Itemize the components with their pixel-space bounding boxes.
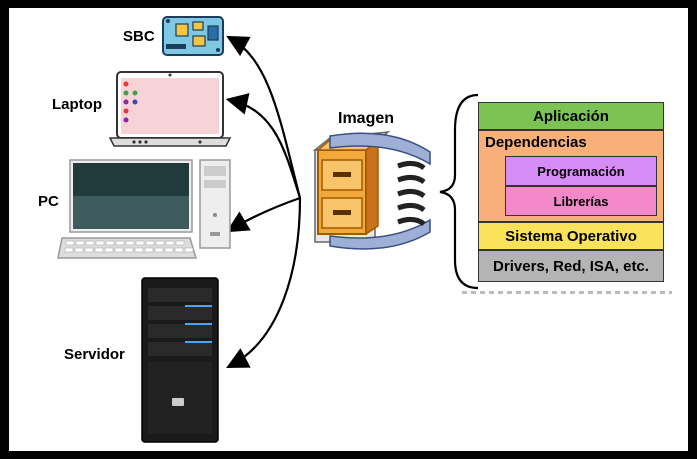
stack-layer-dependencias: Dependencias Programación Librerías [478,130,664,222]
image-label: Imagen [338,110,395,127]
dependencias-label: Dependencias [485,134,587,151]
device-label-pc: PC [38,193,59,210]
arrow-to-sbc [226,35,302,199]
device-label-laptop: Laptop [52,96,102,113]
arrow-to-servidor [226,197,302,369]
stack-layer-programacion: Programación [505,156,657,186]
stack-layer-drivers: Drivers, Red, ISA, etc. [478,250,664,282]
stack-layer-sistema-operativo: Sistema Operativo [478,222,664,250]
arrow-to-pc [226,196,301,233]
stack-layer-aplicacion: Aplicación [478,102,664,130]
device-label-servidor: Servidor [64,346,125,363]
stack-layer-librerias: Librerías [505,186,657,216]
device-label-sbc: SBC [123,28,155,45]
arrow-to-laptop [225,93,302,199]
faded-caption-remnant [462,291,672,294]
stack-brace [439,93,479,290]
